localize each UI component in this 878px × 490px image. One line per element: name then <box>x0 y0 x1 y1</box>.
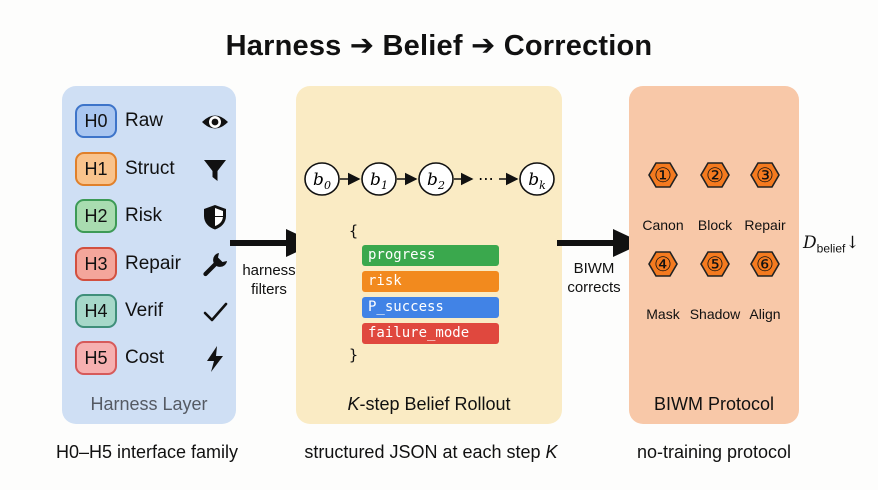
step-label-mask: Mask <box>646 306 680 322</box>
harness-row-h2: H2 Risk <box>75 199 226 235</box>
harness-label: Raw <box>125 110 164 131</box>
step-number: ⑥ <box>756 252 774 276</box>
harness-label: Verif <box>125 300 164 321</box>
arrow-label-harness-filters: harness filters <box>232 261 306 299</box>
harness-label: Risk <box>125 205 162 226</box>
protocol-panel-label: BIWM Protocol <box>653 394 775 414</box>
protocol-steps: ① ② ③ ④ ⑤ ⑥ <box>648 162 780 277</box>
harness-row-h5: H5 Cost <box>75 341 225 377</box>
harness-badge: H0 <box>75 104 117 138</box>
filter-icon <box>204 160 226 181</box>
harness-label: Repair <box>125 253 181 274</box>
arrow-label-biwm-corrects: BIWM corrects <box>557 259 631 297</box>
belief-panel-label: K-step Belief Rollout <box>296 394 562 415</box>
json-close-brace: } <box>349 346 359 364</box>
step-label-block: Block <box>697 217 733 233</box>
harness-badge: H5 <box>75 341 117 375</box>
arrow-label-line: BIWM <box>573 260 615 277</box>
step-label-canon: Canon <box>642 217 684 233</box>
belief-node-label: bk <box>528 170 546 192</box>
harness-label: Struct <box>125 158 175 179</box>
harness-label: Cost <box>125 347 165 368</box>
hexagon-step-3 <box>750 162 780 188</box>
arrow-label-line: harness <box>242 262 296 279</box>
arrow-label-line: corrects <box>567 279 621 296</box>
lightning-icon <box>207 346 223 372</box>
arrow-belief-to-protocol <box>557 229 643 257</box>
harness-row-h3: H3 Repair <box>75 247 227 283</box>
step-label-repair: Repair <box>744 217 786 233</box>
harness-badge: H4 <box>75 294 117 328</box>
hexagon-step-1 <box>648 162 678 188</box>
step-label-shadow: Shadow <box>689 306 741 322</box>
k-variable: K <box>347 394 360 414</box>
harness-layer-panel: H0 Raw H1 Struct H2 Risk H3 Repair H4 <box>62 86 236 424</box>
step-number: ① <box>654 163 672 187</box>
belief-node-label: b0 <box>313 170 331 192</box>
belief-chain: ⋯ b0 b1 b2 bk <box>304 162 555 196</box>
belief-panel-label-text: -step Belief Rollout <box>359 394 511 414</box>
diagram-title: Harness ➔ Belief ➔ Correction <box>225 30 653 62</box>
hexagon-step-5 <box>700 251 730 277</box>
step-number: ③ <box>756 163 774 187</box>
harness-badge: H3 <box>75 247 117 281</box>
belief-node <box>361 162 397 196</box>
step-label-align: Align <box>749 306 781 322</box>
belief-node-label: b1 <box>370 170 388 192</box>
chain-ellipsis: ⋯ <box>478 169 494 188</box>
checkmark-icon <box>203 302 228 322</box>
json-field-p-success: P_success <box>362 297 499 318</box>
belief-node <box>519 162 555 196</box>
hexagon-step-4 <box>648 251 678 277</box>
harness-row-h0: H0 Raw <box>75 104 228 140</box>
json-field-progress: progress <box>362 245 499 266</box>
decrease-arrow-icon: ↓ <box>845 233 860 253</box>
arrow-label-line: filters <box>251 281 287 298</box>
json-field-failure-mode: failure_mode <box>362 323 499 344</box>
harness-badge: H2 <box>75 199 117 233</box>
eye-icon <box>202 115 228 129</box>
protocol-caption: no-training protocol <box>636 442 792 462</box>
d-belief-metric: Dbelief↓ <box>803 233 860 255</box>
step-number: ④ <box>654 252 672 276</box>
shield-icon <box>204 205 226 230</box>
k-variable: K <box>545 442 558 462</box>
metric-symbol: D <box>803 233 817 253</box>
hexagon-step-6 <box>750 251 780 277</box>
harness-badge: H1 <box>75 152 117 186</box>
step-number: ② <box>706 163 724 187</box>
wrench-icon <box>203 253 227 277</box>
belief-caption: structured JSON at each step K <box>266 442 596 463</box>
belief-node <box>418 162 454 196</box>
belief-node-label: b2 <box>427 170 445 192</box>
harness-caption: H0–H5 interface family <box>55 442 239 462</box>
harness-panel-label: Harness Layer <box>90 394 208 414</box>
hexagon-step-2 <box>700 162 730 188</box>
step-number: ⑤ <box>706 252 724 276</box>
json-field-risk: risk <box>362 271 499 292</box>
belief-caption-text: structured JSON at each step <box>304 442 546 462</box>
json-open-brace: { <box>349 222 359 240</box>
metric-subscript: belief <box>816 241 846 256</box>
harness-row-h1: H1 Struct <box>75 152 226 188</box>
belief-node <box>304 162 340 196</box>
harness-row-h4: H4 Verif <box>75 294 228 330</box>
